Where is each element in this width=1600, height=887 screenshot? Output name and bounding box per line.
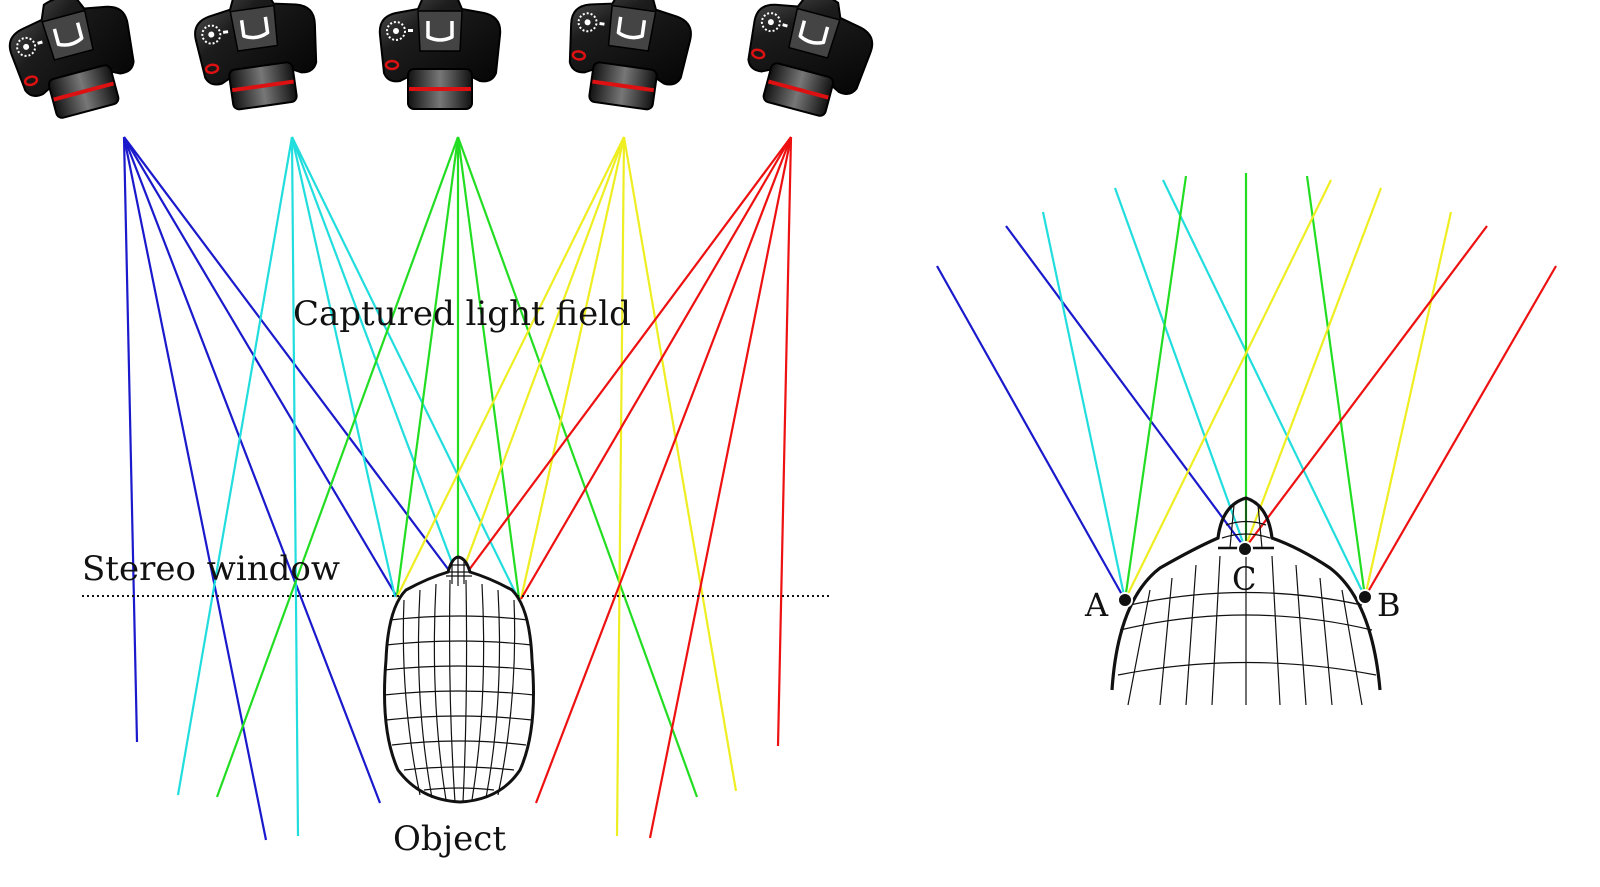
camera-5 [733, 0, 884, 127]
captured-light-field-label: Captured light field [293, 294, 631, 334]
camera-icon [558, 0, 699, 117]
object-head [383, 555, 535, 804]
point-c-label: C [1232, 560, 1256, 598]
stereo-window-label: Stereo window [82, 549, 340, 589]
zoom-camera1-rays [936, 225, 1246, 601]
camera-icon [733, 0, 884, 127]
camera-2 [187, 0, 328, 117]
zoomed-light-rays [936, 173, 1557, 601]
zoom-camera5-rays [1244, 225, 1557, 598]
camera1-rays [122, 136, 461, 841]
point-a-label: A [1084, 586, 1109, 624]
camera-3 [377, 0, 503, 111]
camera5-rays [459, 136, 793, 839]
point-c-marker [1237, 541, 1253, 557]
camera-icon [187, 0, 328, 117]
camera-icon [0, 0, 149, 129]
object-label: Object [393, 819, 506, 859]
camera-1 [0, 0, 149, 129]
zoom-camera2-rays [1041, 179, 1366, 601]
camera-4 [558, 0, 699, 117]
light-rays [122, 136, 793, 841]
zoomed-object-head [1110, 496, 1382, 706]
point-a-marker [1117, 592, 1133, 608]
point-b-label: B [1377, 586, 1401, 624]
zoom-camera4-rays [1124, 179, 1453, 601]
camera4-rays [396, 136, 738, 837]
camera3-rays [215, 136, 699, 798]
point-b-marker [1357, 589, 1373, 605]
zoom-camera3-rays [1123, 173, 1367, 601]
camera-icon [377, 0, 503, 111]
